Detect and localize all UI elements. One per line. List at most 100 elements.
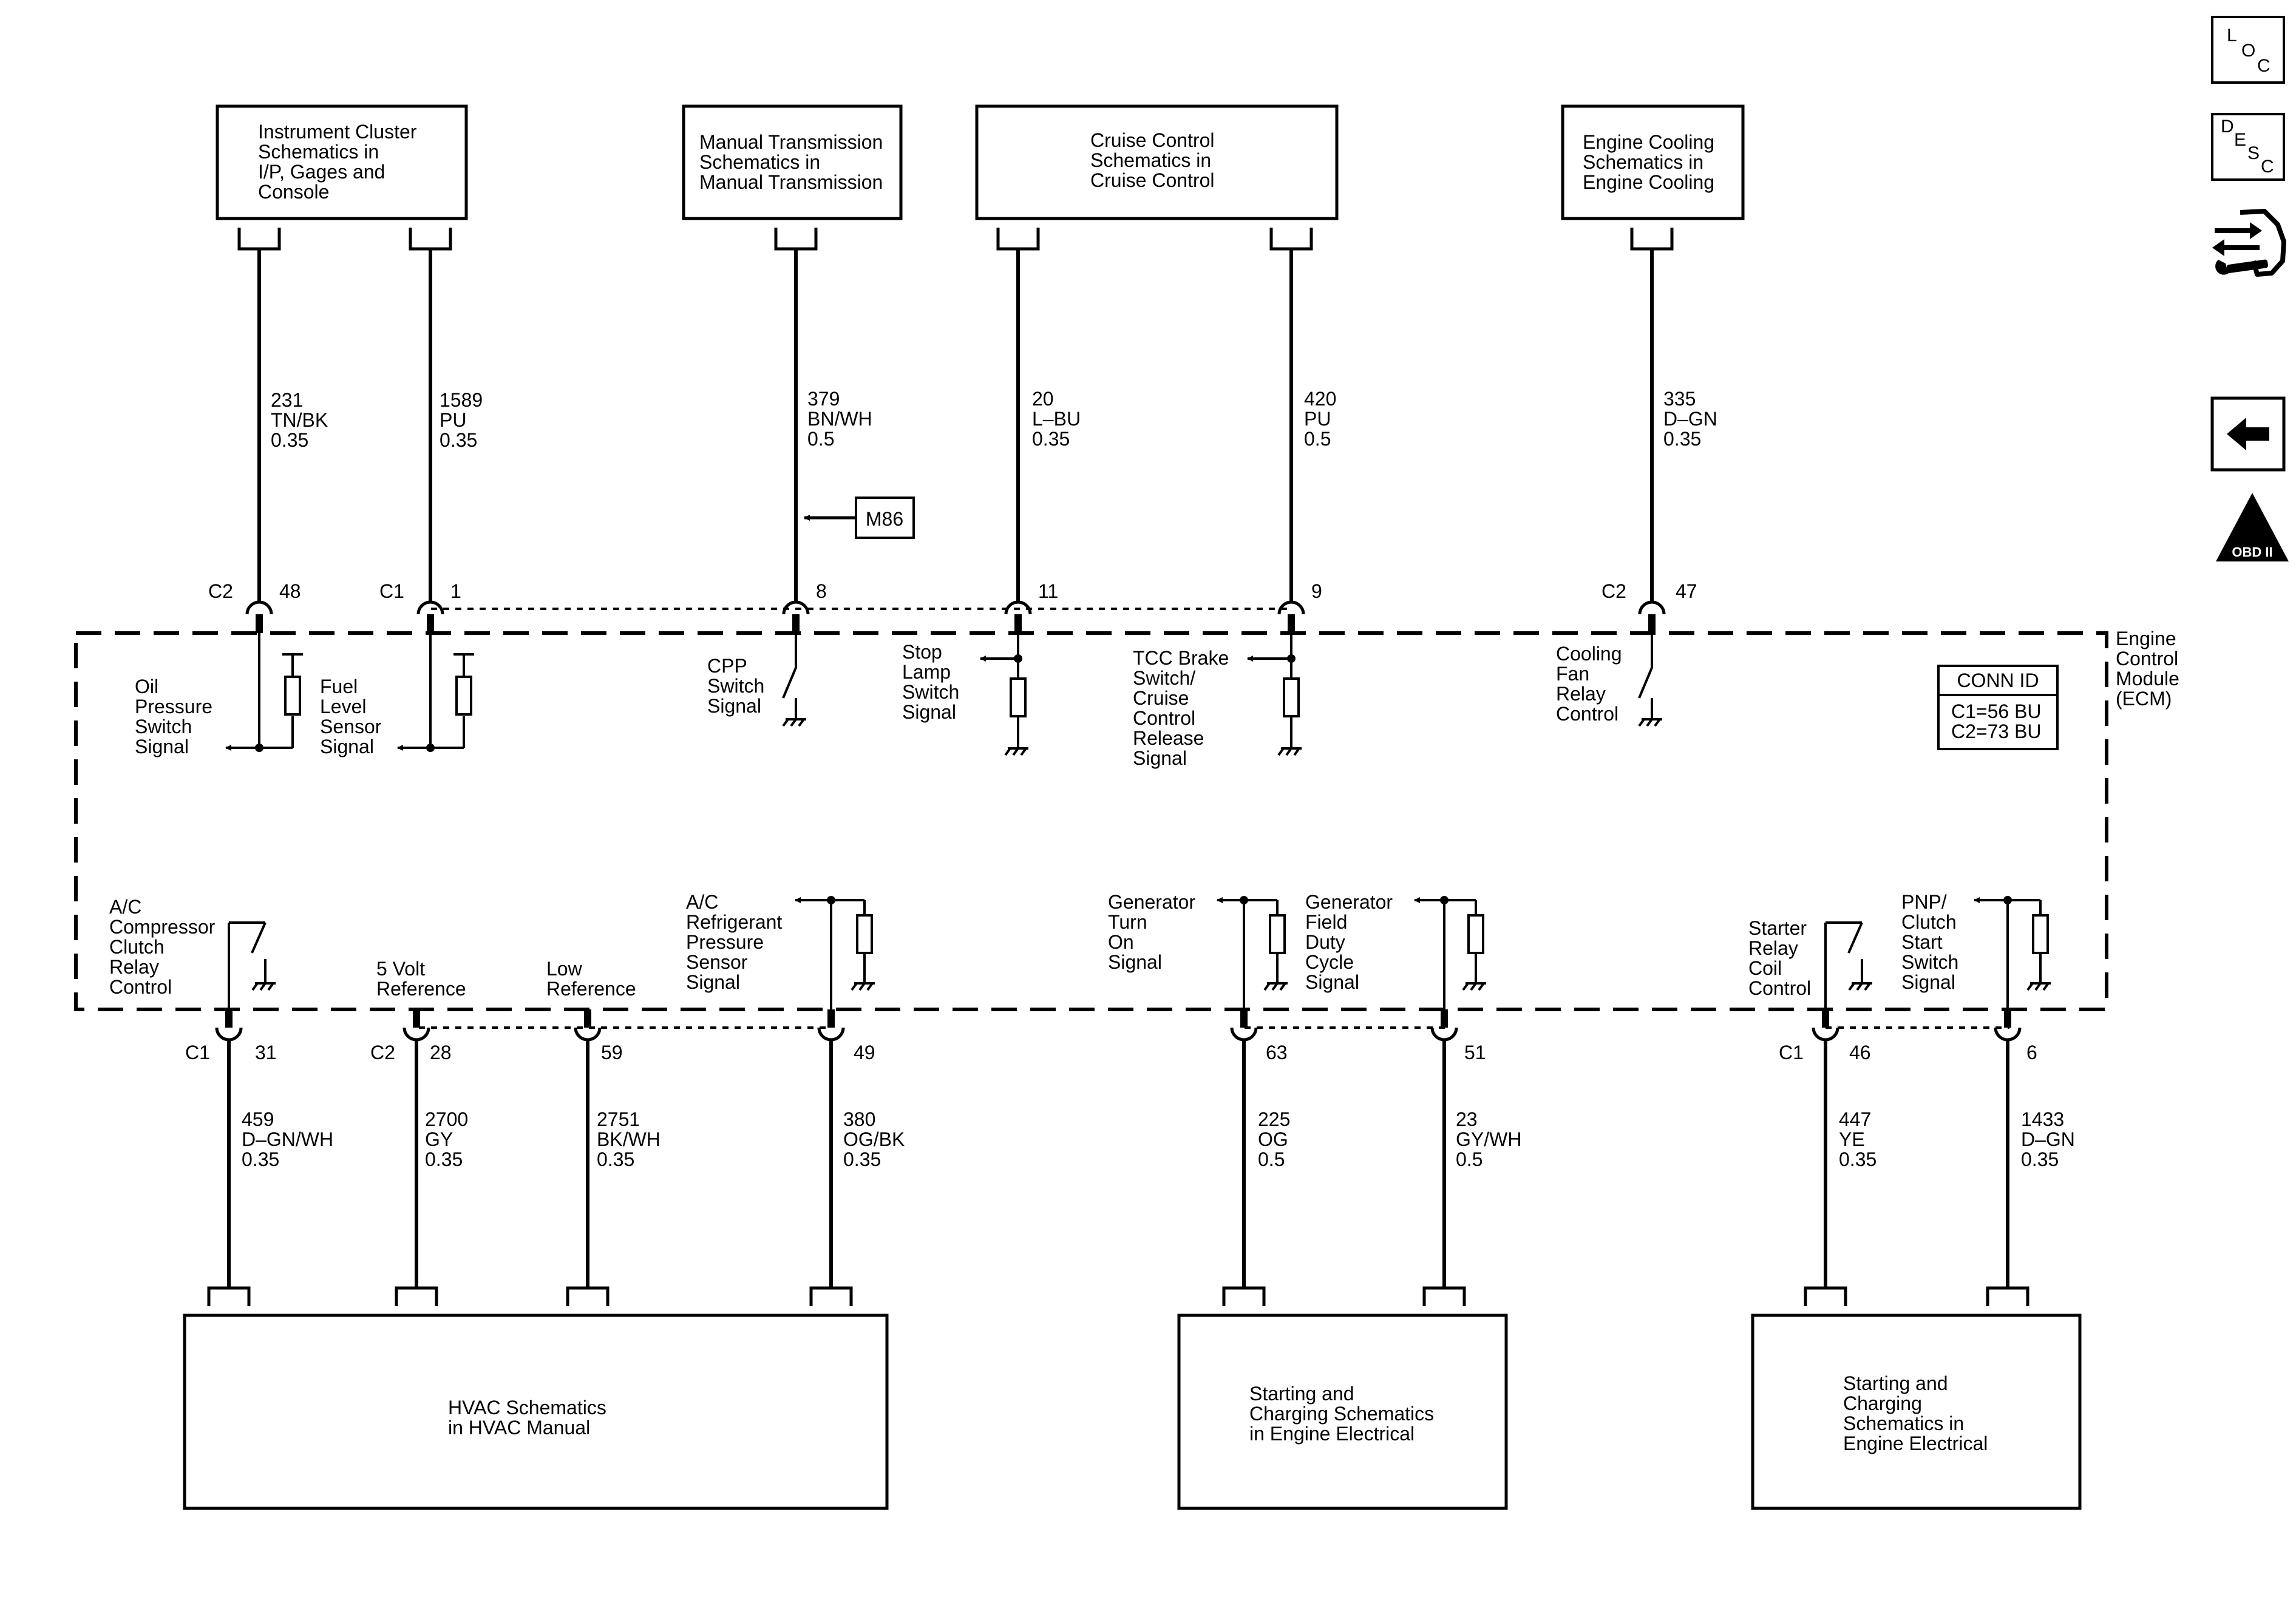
back-arrow-icon[interactable] xyxy=(2210,396,2286,472)
signal-label-low-ref: Low Reference xyxy=(546,958,636,1000)
repair-tools-icon[interactable] xyxy=(2212,209,2286,277)
wire-label-379: 379 BN/WH 0.5 xyxy=(807,388,878,450)
conn-id-line-1: C1=56 BU xyxy=(1951,700,2042,722)
connector-label: C1 xyxy=(379,580,404,602)
module-box-starting-charging-2: Starting and Charging Schematics in Engi… xyxy=(1751,1314,2082,1510)
pin-label: 1 xyxy=(450,580,461,602)
svg-text:D: D xyxy=(2221,117,2234,137)
description-icon[interactable]: D E S C xyxy=(2211,113,2285,181)
connector-label: C1 xyxy=(1779,1042,1804,1063)
svg-text:C: C xyxy=(2261,157,2274,177)
connector-label: C1 xyxy=(185,1042,210,1063)
wire-label-447: 447 YE 0.35 xyxy=(1839,1108,1877,1170)
pin-label: 51 xyxy=(1464,1042,1486,1063)
internal-circuit-oil-pressure xyxy=(225,633,303,752)
signal-label-starter-relay: Starter Relay Coil Control xyxy=(1748,917,1812,999)
pin-label: 28 xyxy=(430,1042,452,1063)
svg-text:E: E xyxy=(2234,130,2246,150)
module-label: HVAC Schematics in HVAC Manual xyxy=(448,1397,612,1439)
pin-label: 9 xyxy=(1311,580,1322,602)
obd-ii-icon[interactable]: II OBD II xyxy=(2216,493,2289,561)
internal-circuit-ac-pressure xyxy=(795,896,875,1009)
module-box-hvac: HVAC Schematics in HVAC Manual xyxy=(183,1314,889,1510)
conn-id-title: CONN ID xyxy=(1957,670,2039,691)
wire-label-20: 20 L–BU 0.35 xyxy=(1032,388,1086,450)
signal-label-gen-field: Generator Field Duty Cycle Signal xyxy=(1305,891,1398,993)
wire-label-23: 23 GY/WH 0.5 xyxy=(1456,1108,1527,1170)
module-label: Starting and Charging Schematics in Engi… xyxy=(1843,1372,1988,1454)
signal-label-pnp: PNP/ Clutch Start Switch Signal xyxy=(1901,891,1964,993)
svg-text:S: S xyxy=(2247,143,2260,163)
internal-circuit-starter-relay xyxy=(1824,921,1872,1009)
connector-label: C2 xyxy=(1601,580,1626,602)
module-box-starting-charging-1: Starting and Charging Schematics in Engi… xyxy=(1177,1314,1508,1510)
pin-label: 59 xyxy=(601,1042,623,1063)
svg-text:L: L xyxy=(2227,25,2237,46)
pin-label: 63 xyxy=(1266,1042,1288,1063)
wire-label-459: 459 D–GN/WH 0.35 xyxy=(242,1108,339,1170)
svg-text:C: C xyxy=(2257,56,2271,76)
internal-circuit-gen-turn-on xyxy=(1217,896,1288,1009)
svg-text:O: O xyxy=(2241,41,2255,61)
module-terminals-bottom xyxy=(207,1286,2029,1306)
internal-circuit-ac-compressor xyxy=(228,921,276,1009)
option-tag-m86: M86 xyxy=(804,497,915,539)
wire-label-2700: 2700 GY 0.35 xyxy=(425,1108,474,1170)
internal-circuit-cooling-fan xyxy=(1638,633,1662,727)
conn-id-line-2: C2=73 BU xyxy=(1951,720,2042,742)
signal-label-ac-pressure: A/C Refrigerant Pressure Sensor Signal xyxy=(686,891,787,993)
pin-label: 46 xyxy=(1849,1042,1871,1063)
module-box-manual-transmission: Manual Transmission Schematics in Manual… xyxy=(682,104,903,220)
connector-label: C2 xyxy=(370,1042,395,1063)
signal-label-cooling-fan: Cooling Fan Relay Control xyxy=(1556,643,1627,725)
svg-text:II: II xyxy=(2245,521,2260,543)
internal-circuit-gen-field xyxy=(1414,896,1486,1009)
svg-text:OBD II: OBD II xyxy=(2232,544,2272,560)
module-box-engine-cooling: Engine Cooling Schematics in Engine Cool… xyxy=(1561,104,1745,220)
signal-label-oil-pressure: Oil Pressure Switch Signal xyxy=(135,676,218,758)
connector-label: C2 xyxy=(208,580,233,602)
module-label: Instrument Cluster Schematics in I/P, Ga… xyxy=(258,121,422,203)
wire-label-2751: 2751 BK/WH 0.35 xyxy=(597,1108,666,1170)
pin-label: 31 xyxy=(255,1042,277,1063)
wire-label-335: 335 D–GN 0.35 xyxy=(1663,388,1723,450)
internal-circuit-cpp-switch xyxy=(782,633,806,727)
internal-circuit-tcc-brake xyxy=(1247,633,1302,756)
wire-label-420: 420 PU 0.5 xyxy=(1304,388,1342,450)
wire-label-380: 380 OG/BK 0.35 xyxy=(843,1108,910,1170)
internal-circuit-pnp-switch xyxy=(1974,896,2051,1009)
signal-label-tcc-brake: TCC Brake Switch/ Cruise Control Release… xyxy=(1133,647,1234,769)
signal-label-cpp: CPP Switch Signal xyxy=(707,655,770,717)
signal-label-gen-turn-on: Generator Turn On Signal xyxy=(1108,891,1201,973)
pin-label: 11 xyxy=(1038,580,1058,602)
conn-id-box: CONN ID C1=56 BU C2=73 BU xyxy=(1937,665,2059,750)
bottom-wires xyxy=(227,1041,2009,1288)
module-label: Engine Cooling Schematics in Engine Cool… xyxy=(1583,131,1720,193)
module-label: Cruise Control Schematics in Cruise Cont… xyxy=(1090,129,1220,191)
svg-text:M86: M86 xyxy=(866,508,903,530)
module-box-cruise-control: Cruise Control Schematics in Cruise Cont… xyxy=(975,104,1339,220)
ecm-label: Engine Control Module (ECM) xyxy=(2116,628,2185,710)
pin-label: 48 xyxy=(279,580,301,602)
signal-label-ac-compressor: A/C Compressor Clutch Relay Control xyxy=(109,896,220,998)
wire-label-231: 231 TN/BK 0.35 xyxy=(271,389,333,451)
location-icon[interactable]: L O C xyxy=(2211,16,2285,84)
wire-label-225: 225 OG 0.5 xyxy=(1258,1108,1296,1170)
pin-label: 6 xyxy=(2026,1042,2037,1063)
wire-label-1433: 1433 D–GN 0.35 xyxy=(2021,1108,2080,1170)
module-box-instrument-cluster: Instrument Cluster Schematics in I/P, Ga… xyxy=(216,104,468,220)
pin-label: 49 xyxy=(854,1042,875,1063)
signal-label-stop-lamp: Stop Lamp Switch Signal xyxy=(902,641,965,723)
ecm-boundary xyxy=(74,631,2108,1011)
internal-circuit-stop-lamp xyxy=(980,633,1028,756)
module-label: Starting and Charging Schematics in Engi… xyxy=(1249,1383,1439,1445)
signal-label-fuel-level: Fuel Level Sensor Signal xyxy=(320,676,387,758)
module-label: Manual Transmission Schematics in Manual… xyxy=(699,131,888,193)
connector-pins-bottom xyxy=(215,1009,2022,1042)
pin-label: 47 xyxy=(1676,580,1697,602)
wire-label-1589: 1589 PU 0.35 xyxy=(440,389,488,451)
connector-pins-top xyxy=(245,600,1666,633)
signal-label-5v-ref: 5 Volt Reference xyxy=(376,958,466,1000)
top-wires xyxy=(257,249,1654,601)
